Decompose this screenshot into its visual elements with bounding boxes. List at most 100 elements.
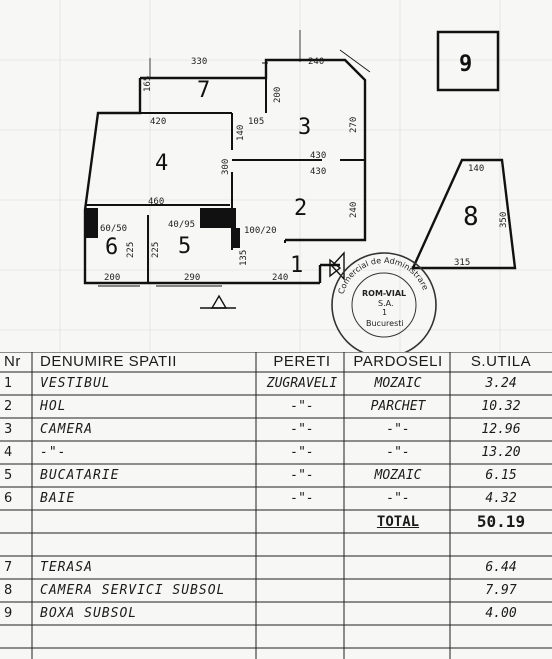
company-stamp: Comercial de Administrare ROM-VIAL S.A. … [331,252,437,352]
windows [98,62,268,287]
room-name: BAIE [40,491,76,506]
dimension-225-left: 225 [126,242,136,258]
header-room-name: DENUMIRE SPATII [40,353,177,370]
room-label-1: 1 [290,253,303,278]
floor-finish: MOZAIC [374,376,422,391]
table-row: 3 CAMERA -"- -"- 12.96 [0,420,552,440]
room-labels: 7 3 4 2 6 5 1 8 [105,78,479,278]
table-row: 9 BOXA SUBSOL 4.00 [0,604,552,624]
total-area: 50.19 [476,512,526,531]
table-row: 6 BAIE -"- -"- 4.32 [0,489,552,509]
wall-finish: -"- [290,445,314,460]
header-floors: PARDOSELI [353,353,443,370]
dimension-315: 315 [454,258,470,268]
dimension-60-50: 60/50 [100,224,127,234]
dimension-225-right: 225 [151,242,161,258]
table-row: 7 TERASA 6.44 [0,558,552,578]
room-schedule-table: Nr DENUMIRE SPATII PERETI PARDOSELI S.UT… [0,352,552,659]
room-name: CAMERA SERVICI SUBSOL [40,583,226,598]
total-label: TOTAL [376,514,420,530]
room-name: -"- [40,445,67,460]
dimension-350: 350 [499,212,509,228]
header-usable-area: S.UTILA [470,353,532,370]
table-row: 8 CAMERA SERVICI SUBSOL 7.97 [0,581,552,601]
dimension-165: 165 [143,76,153,92]
dimension-240-bottom: 240 [272,273,288,283]
usable-area: 10.32 [481,399,521,414]
floor-finish: MOZAIC [374,468,422,483]
wall-finish: -"- [290,399,314,414]
usable-area: 3.24 [485,376,517,391]
room-name: HOL [40,399,67,414]
table-row: 2 HOL -"- PARCHET 10.32 [0,397,552,417]
stamp-line-3: 1 [382,308,387,317]
room-label-2: 2 [294,196,307,221]
floor-finish: -"- [386,491,410,506]
dimension-tick [339,49,371,73]
stamp-line-4: Bucuresti [366,319,404,328]
row-number: 3 [4,422,13,437]
floor-finish: -"- [386,422,410,437]
room-name: CAMERA [40,422,93,437]
room-label-6: 6 [105,235,118,260]
dimension-140: 140 [236,125,246,141]
room-name: BUCATARIE [40,468,120,483]
usable-area: 12.96 [481,422,521,437]
usable-area: 13.20 [481,445,521,460]
usable-area: 6.15 [485,468,517,483]
dimension-460: 460 [148,197,164,207]
header-nr: Nr [4,353,21,370]
entrance-arrow-icon [200,251,345,309]
sheet-number-box [436,30,500,92]
room-label-8: 8 [463,202,479,232]
dimension-140-room8: 140 [468,164,484,174]
wall-finish: -"- [290,422,314,437]
dimension-270: 270 [349,117,359,133]
table-row: 5 BUCATARIE -"- MOZAIC 6.15 [0,466,552,486]
dimension-430-lower: 430 [310,167,326,177]
dimension-200: 200 [273,87,283,103]
dimension-40-95: 40/95 [168,220,195,230]
room-8-outline [411,158,517,270]
floor-finish: PARCHET [370,399,426,414]
sheet-number: 9 [459,52,472,77]
row-number: 9 [4,606,13,621]
dimension-240-right: 240 [349,202,359,218]
room-label-4: 4 [155,151,168,176]
dimension-135: 135 [239,250,249,266]
room-name: BOXA SUBSOL [40,606,138,621]
table-grid [0,352,552,659]
row-number: 4 [4,445,13,460]
dimension-330: 330 [191,57,207,67]
row-number: 1 [4,376,13,391]
row-number: 6 [4,491,13,506]
row-number: 2 [4,399,13,414]
floor-plan-drawing: 7 3 4 2 6 5 1 8 330 240 165 420 105 200 … [0,0,552,352]
table-header-row: Nr DENUMIRE SPATII PERETI PARDOSELI S.UT… [0,352,552,372]
dimension-300: 300 [221,159,231,175]
dimension-100-20: 100/20 [244,226,277,236]
dimension-labels: 330 240 165 420 105 200 270 140 300 430 … [100,57,359,283]
table-row: 1 VESTIBUL ZUGRAVELI MOZAIC 3.24 [0,374,552,394]
usable-area: 7.97 [485,583,517,598]
row-number: 7 [4,560,13,575]
wall-finish: -"- [290,468,314,483]
room-label-5: 5 [178,234,191,259]
room-name: VESTIBUL [40,376,111,391]
stamp-line-2: S.A. [378,299,394,308]
dimension-240: 240 [308,57,324,67]
wall-finish: ZUGRAVELI [266,376,338,391]
drafting-grid [0,0,552,352]
room-label-7: 7 [197,78,210,103]
room-label-3: 3 [298,115,311,140]
table-row: 4 -"- -"- -"- 13.20 [0,443,552,463]
header-walls: PERETI [273,353,331,370]
wall-block [200,208,236,228]
usable-area: 6.44 [485,560,517,575]
row-number: 5 [4,468,13,483]
usable-area: 4.00 [485,606,517,621]
dimension-430-upper: 430 [310,151,326,161]
floor-finish: -"- [386,445,410,460]
dimension-200-bottom: 200 [104,273,120,283]
